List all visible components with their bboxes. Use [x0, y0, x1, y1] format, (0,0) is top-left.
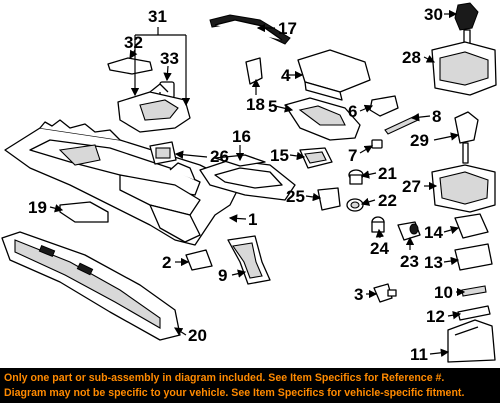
callout-19: 19 [28, 198, 47, 217]
part-console-body [4, 119, 241, 246]
callout-18: 18 [246, 95, 265, 114]
callout-4: 4 [281, 66, 291, 85]
callout-8: 8 [432, 107, 441, 126]
callout-3: 3 [354, 285, 363, 304]
callout-1: 1 [248, 210, 257, 229]
callout-5: 5 [268, 97, 277, 116]
callout-labels: 31 32 33 17 4 18 5 6 8 16 15 7 26 21 25 … [28, 5, 453, 364]
callout-23: 23 [400, 252, 419, 271]
part-2-clip [185, 249, 213, 271]
part-9-harness [227, 235, 271, 285]
callout-13: 13 [424, 253, 443, 272]
leader-lines [49, 9, 466, 357]
part-23-cylinder [397, 221, 421, 241]
part-21-knob [348, 169, 364, 185]
part-15-switch-panel [299, 147, 333, 169]
part-31-shift-bezel [117, 83, 191, 133]
part-24-lighter [371, 216, 385, 233]
callout-25: 25 [286, 187, 305, 206]
part-14-pad [454, 213, 489, 239]
disclaimer-banner: Only one part or sub-assembly in diagram… [0, 368, 500, 403]
callout-15: 15 [270, 146, 289, 165]
callout-10: 10 [434, 283, 453, 302]
callout-31: 31 [148, 7, 167, 26]
part-12-strip [457, 305, 491, 321]
part-22-socket [346, 198, 364, 212]
callout-26: 26 [210, 147, 229, 166]
callout-27: 27 [402, 177, 421, 196]
callout-20: 20 [188, 326, 207, 345]
callout-21: 21 [378, 164, 397, 183]
callout-17: 17 [278, 19, 297, 38]
callout-24: 24 [370, 239, 389, 258]
callout-33: 33 [160, 49, 179, 68]
callout-2: 2 [162, 253, 171, 272]
part-28-shifter-assembly [431, 29, 497, 96]
disclaimer-line-1: Only one part or sub-assembly in diagram… [4, 372, 445, 384]
disclaimer-line-2: Diagram may not be specific to your vehi… [4, 387, 465, 399]
callout-30: 30 [424, 5, 443, 24]
exploded-parts-diagram: 31 32 33 17 4 18 5 6 8 16 15 7 26 21 25 … [1, 2, 497, 364]
part-17-trim [209, 14, 291, 45]
part-11-boot [447, 319, 496, 363]
callout-22: 22 [378, 191, 397, 210]
part-25-module [317, 187, 341, 211]
callout-9: 9 [218, 266, 227, 285]
callout-11: 11 [410, 345, 428, 364]
part-10-strip [461, 285, 487, 297]
part-20-trim-panel [1, 231, 181, 341]
callout-6: 6 [348, 102, 357, 121]
callout-14: 14 [424, 223, 443, 242]
part-29-knob [454, 111, 479, 164]
part-4-armrest-lid [297, 49, 371, 101]
part-30-shift-knob [454, 2, 479, 31]
callout-12: 12 [426, 307, 445, 326]
callout-32: 32 [124, 33, 143, 52]
part-7-clip [371, 139, 383, 149]
callout-7: 7 [348, 146, 357, 165]
part-26-switch [149, 141, 177, 165]
part-6-bracket [369, 95, 399, 117]
callout-16: 16 [232, 127, 251, 146]
part-19-insert [59, 201, 109, 223]
part-32-bezel [107, 57, 153, 75]
part-5-armrest-base [284, 97, 361, 141]
callout-28: 28 [402, 48, 421, 67]
callout-29: 29 [410, 131, 429, 150]
part-13-mat [454, 243, 493, 271]
part-3-fastener [373, 283, 397, 303]
part-27-shifter-base [431, 164, 496, 213]
part-18-bracket [245, 57, 263, 85]
